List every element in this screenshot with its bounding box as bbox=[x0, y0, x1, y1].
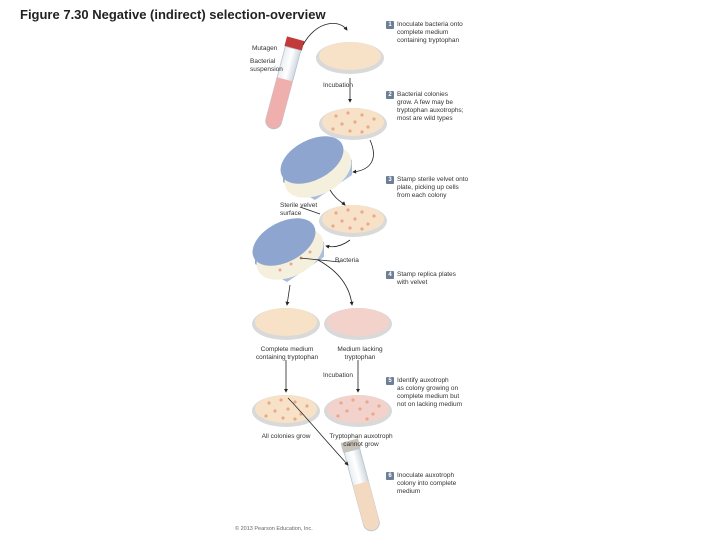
step-text: Bacterial colonies grow. A few may be tr… bbox=[397, 91, 464, 122]
step-text: Stamp sterile velvet onto plate, picking… bbox=[397, 176, 469, 199]
all-grow-label: All colonies grow bbox=[261, 433, 311, 440]
bacteria-label: Bacteria bbox=[335, 257, 359, 264]
flow-arrows bbox=[284, 23, 374, 466]
plate-all-grow bbox=[252, 395, 320, 427]
culture-tube bbox=[340, 438, 380, 532]
arrow-plate-to-velvet bbox=[352, 139, 374, 174]
velvet-label: Sterile velvet surface bbox=[280, 202, 318, 217]
step-text: Inoculate bacteria onto complete medium … bbox=[397, 21, 463, 44]
step-text: Stamp replica plates with velvet bbox=[397, 271, 456, 286]
step-number: 5 bbox=[386, 377, 394, 385]
step-number: 1 bbox=[386, 21, 394, 29]
plate-step3 bbox=[319, 205, 387, 237]
page-title: Figure 7.30 Negative (indirect) selectio… bbox=[20, 7, 326, 22]
bacterial-suspension-liquid bbox=[265, 77, 293, 129]
plate-complete-medium bbox=[252, 308, 320, 340]
lacking-medium-label: Medium lacking tryptophan bbox=[337, 346, 383, 361]
velvet-with-bacteria bbox=[252, 218, 324, 282]
mutagen-label: Mutagen bbox=[252, 45, 278, 52]
arrow-tube-to-plate bbox=[302, 23, 348, 46]
step-number: 6 bbox=[386, 472, 394, 480]
plate-step1 bbox=[316, 42, 384, 74]
no-grow-label: Tryptophan auxotroph cannot grow bbox=[329, 433, 393, 448]
arrow-plate-to-velvet2 bbox=[325, 239, 351, 249]
arrow-velvet-to-plate bbox=[329, 189, 346, 206]
complete-medium-label: Complete medium containing tryptophan bbox=[255, 346, 319, 361]
plate-auxotroph-missing bbox=[324, 395, 392, 427]
step-number: 2 bbox=[386, 91, 394, 99]
copyright: © 2013 Pearson Education, Inc. bbox=[235, 526, 313, 532]
mutagen-tube bbox=[265, 36, 305, 130]
arrow-to-tube bbox=[287, 397, 349, 466]
step-number: 3 bbox=[386, 176, 394, 184]
plate-lacking-medium bbox=[324, 308, 392, 340]
step-number: 4 bbox=[386, 271, 394, 279]
plate-step2 bbox=[319, 108, 387, 140]
step-text: Inoculate auxotroph colony into complete… bbox=[397, 472, 457, 495]
velvet-block bbox=[280, 136, 352, 200]
step-text: Identify auxotroph as colony growing on … bbox=[397, 377, 463, 408]
incubation-label: Incubation bbox=[323, 82, 353, 89]
arrow-to-lacking bbox=[317, 259, 354, 306]
suspension-label: Bacterial suspension bbox=[250, 58, 283, 73]
arrow-to-complete bbox=[285, 284, 291, 306]
pointer-lines bbox=[299, 206, 341, 263]
incubation-label-2: Incubation bbox=[323, 372, 353, 379]
